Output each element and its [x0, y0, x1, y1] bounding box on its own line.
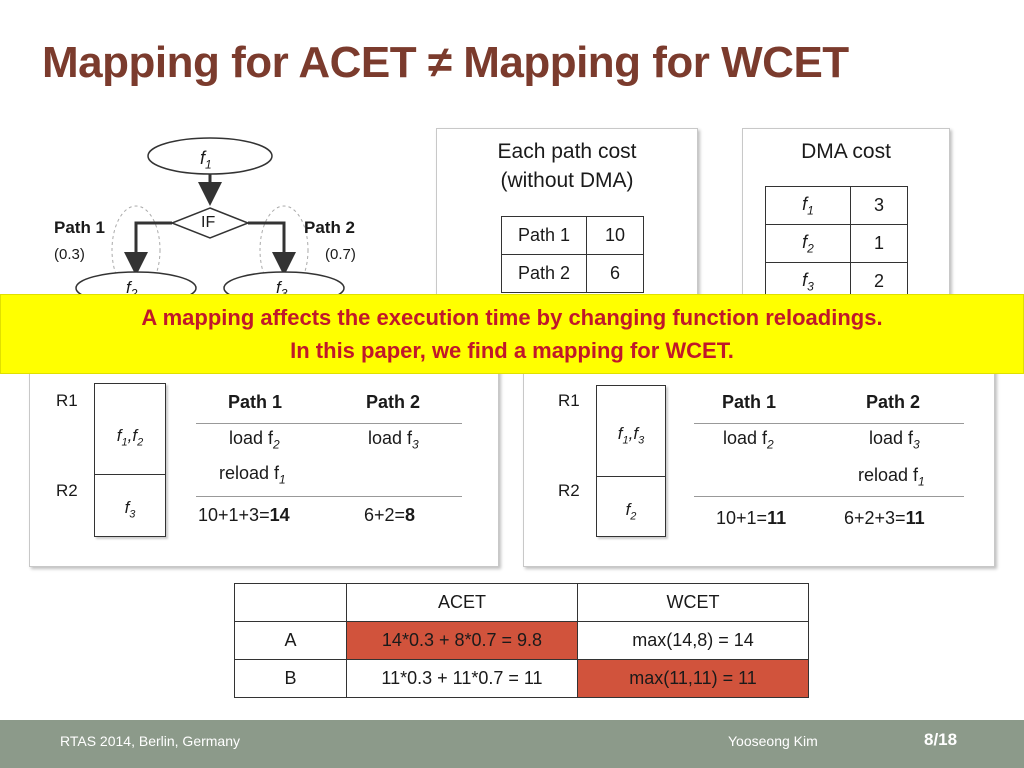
footer-bar	[0, 720, 1024, 768]
path-cost-title: Each path cost (without DMA)	[497, 140, 637, 192]
mapping-b-path2-header: Path 2	[866, 392, 921, 412]
mapping-b-path2-load: load f3	[869, 428, 920, 452]
mapping-a-r2-label: R2	[56, 481, 78, 500]
mapping-b-memory-block: f1,f3 f2	[596, 385, 666, 537]
banner-line-2: In this paper, we find a mapping for WCE…	[290, 338, 734, 363]
f2-node	[75, 271, 197, 300]
mapping-b-path1-header: Path 1	[722, 392, 777, 412]
mapping-a-region2: f3	[124, 498, 136, 521]
path1-label: Path 1	[54, 218, 106, 237]
banner-line-1: A mapping affects the execution time by …	[141, 305, 883, 330]
mapping-a-path2-header: Path 2	[366, 392, 421, 412]
mapping-a-memory-block: f1,f2 f3	[94, 383, 166, 537]
if-diamond	[169, 207, 251, 239]
f2-label: f2	[126, 278, 137, 300]
mapping-a-region1: f1,f2	[116, 426, 144, 449]
f1-label: f1	[200, 148, 212, 172]
mapping-a-path1-load: load f2	[229, 428, 280, 452]
if-label: IF	[201, 214, 216, 231]
acet-a-highlight-cell: 14*0.3 + 8*0.7 = 9.8	[346, 621, 578, 660]
table-header-row: ACET WCET	[234, 583, 809, 622]
mapping-b-path2-reload: reload f1	[858, 465, 925, 489]
f3-node	[223, 271, 345, 300]
footer-conference: RTAS 2014, Berlin, Germany	[60, 733, 241, 749]
mapping-b-r1-label: R1	[558, 391, 580, 410]
mapping-a-path1-total: 10+1+3=14	[198, 505, 290, 525]
slide-title: Mapping for ACET ≠ Mapping for WCET	[42, 38, 849, 87]
path2-probability: (0.7)	[325, 246, 356, 263]
dma-cost-title: DMA cost	[801, 140, 891, 163]
highlight-banner: A mapping affects the execution time by …	[0, 294, 1024, 374]
mapping-a-panel: R1 R2 f1,f2 f3 Path 1 Path 2 load f2 loa…	[29, 356, 499, 567]
mapping-a-path2-load: load f3	[368, 428, 419, 452]
mapping-b-path2-total: 6+2+3=11	[844, 508, 925, 528]
mapping-a-path2-total: 6+2=8	[364, 505, 416, 525]
mapping-a-r1-label: R1	[56, 391, 78, 410]
wcet-b-highlight-cell: max(11,11) = 11	[577, 659, 809, 698]
mapping-b-panel: R1 R2 f1,f3 f2 Path 1 Path 2 load f2 loa…	[523, 356, 995, 567]
path1-probability: (0.3)	[54, 246, 85, 263]
control-flow-graph	[75, 137, 345, 300]
path2-label: Path 2	[304, 218, 356, 237]
f3-label: f3	[276, 278, 287, 300]
mapping-b-path1-total: 10+1=11	[716, 508, 787, 528]
table-row: A 14*0.3 + 8*0.7 = 9.8 max(14,8) = 14	[234, 621, 809, 660]
mapping-a-path1-reload: reload f1	[219, 463, 286, 487]
summary-table: ACET WCET A 14*0.3 + 8*0.7 = 9.8 max(14,…	[234, 583, 809, 698]
mapping-b-path1-load: load f2	[723, 428, 774, 452]
footer-author: Yooseong Kim	[728, 733, 818, 749]
mapping-a-path1-header: Path 1	[228, 392, 283, 412]
mapping-b-region2: f2	[625, 500, 637, 523]
page-number: 8/18	[924, 730, 958, 749]
mapping-b-r2-label: R2	[558, 481, 580, 500]
table-row: B 11*0.3 + 11*0.7 = 11 max(11,11) = 11	[234, 659, 809, 698]
mapping-b-region1: f1,f3	[617, 424, 645, 447]
